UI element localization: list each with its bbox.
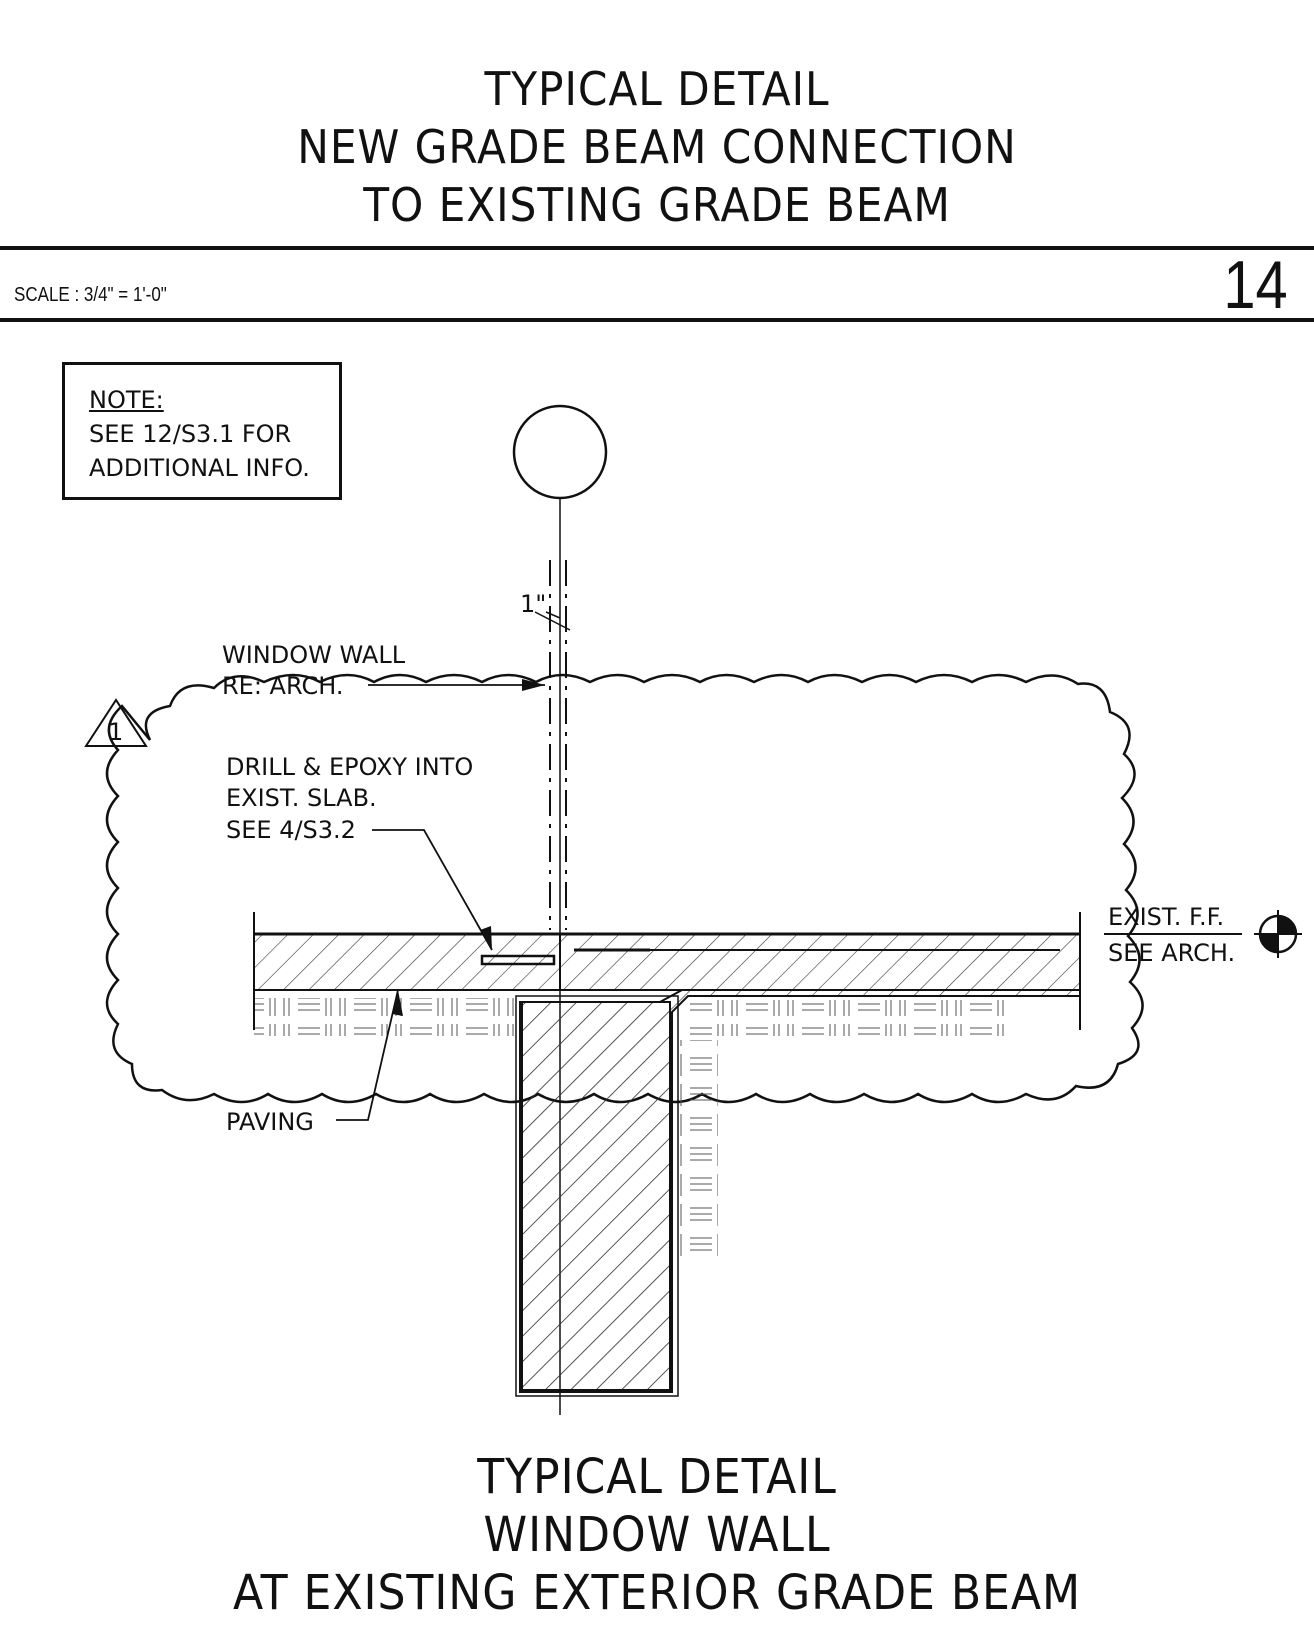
existing-slab-left	[253, 933, 561, 991]
earth-fill	[690, 1000, 1010, 1036]
title-line: TYPICAL DETAIL	[477, 1449, 837, 1505]
scale-label: SCALE : 3/4" = 1'-0"	[14, 284, 167, 306]
window-wall-label: RE: ARCH.	[222, 672, 343, 700]
window-wall-label: WINDOW WALL	[222, 641, 406, 669]
note-box: NOTE: SEE 12/S3.1 FOR ADDITIONAL INFO.	[62, 362, 342, 500]
detail-title: TYPICAL DETAIL NEW GRADE BEAM CONNECTION…	[0, 60, 1314, 234]
epoxy-dowel	[480, 954, 556, 966]
existing-slab-right	[559, 933, 1081, 991]
title-line: WINDOW WALL	[483, 1507, 831, 1563]
elevation-marker-icon	[1254, 910, 1302, 958]
drill-label: DRILL & EPOXY INTO	[226, 753, 473, 781]
grade-beam-stem	[521, 1001, 671, 1391]
dimension-label: 1"	[520, 590, 546, 618]
earth-fill	[254, 998, 516, 1036]
title-divider-top	[0, 246, 1314, 250]
note-line: SEE 12/S3.1 FOR	[89, 420, 292, 448]
earth-fill	[680, 1040, 718, 1260]
paving-label: PAVING	[226, 1108, 314, 1136]
drill-label: SEE 4/S3.2	[226, 816, 356, 844]
title-divider-bottom	[0, 318, 1314, 322]
note-label: NOTE:	[89, 386, 164, 414]
detail-number: 14	[1223, 247, 1288, 323]
exist-ff-label: EXIST. F.F.	[1108, 903, 1224, 931]
note-line: ADDITIONAL INFO.	[89, 454, 310, 482]
title-line: AT EXISTING EXTERIOR GRADE BEAM	[232, 1565, 1082, 1621]
title-line: TO EXISTING GRADE BEAM	[363, 178, 951, 232]
detail-subtitle: TYPICAL DETAIL WINDOW WALL AT EXISTING E…	[0, 1448, 1314, 1622]
title-line: NEW GRADE BEAM CONNECTION	[297, 120, 1017, 174]
revision-number: 1	[108, 718, 123, 746]
revision-triangle-icon	[84, 698, 148, 747]
exist-ff-label: SEE ARCH.	[1108, 939, 1235, 967]
grid-bubble	[512, 404, 608, 500]
title-line: TYPICAL DETAIL	[484, 62, 830, 116]
drill-label: EXIST. SLAB.	[226, 784, 377, 812]
revision-cloud	[105, 673, 1144, 1104]
